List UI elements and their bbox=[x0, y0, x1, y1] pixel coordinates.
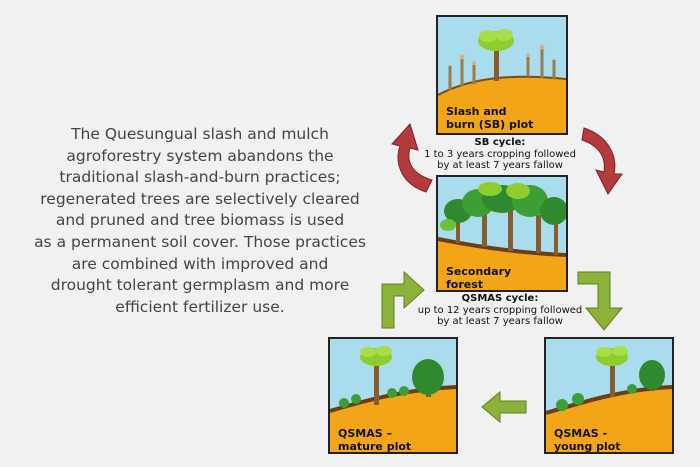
sb-cycle-title: SB cycle: bbox=[474, 137, 526, 148]
qsmas-cycle-title: QSMAS cycle: bbox=[461, 293, 539, 304]
mature-plot-label: mature plot bbox=[338, 440, 412, 453]
mature-plot-illustration bbox=[330, 346, 456, 452]
green-arrow-down-icon bbox=[577, 271, 624, 331]
description-text: The Quesungual slash and mulch agrofores… bbox=[20, 124, 380, 318]
sb-plot-label: Slash and bbox=[446, 105, 507, 118]
description-line: agroforestry system abandons the bbox=[66, 146, 334, 165]
sb-cycle-line: by at least 7 years fallow bbox=[437, 160, 563, 171]
description-line: drought tolerant germplasm and more bbox=[50, 276, 350, 295]
green-arrow-left-icon bbox=[481, 390, 527, 424]
secondary-forest-illustration bbox=[438, 182, 566, 290]
young-plot-illustration bbox=[546, 346, 672, 452]
green-arrow-up-icon bbox=[381, 270, 425, 329]
red-arrow-right-icon bbox=[581, 127, 623, 195]
sb-plot-panel: Slash and burn (SB) plot bbox=[436, 15, 568, 135]
young-plot-label: young plot bbox=[554, 440, 621, 453]
secondary-forest-label: forest bbox=[446, 278, 484, 291]
secondary-forest-label: Secondary bbox=[446, 265, 512, 278]
sb-plot-label: burn (SB) plot bbox=[446, 118, 534, 131]
description-line: regenerated trees are selectively cleare… bbox=[40, 189, 360, 208]
sb-cycle-text: SB cycle: 1 to 3 years cropping followed… bbox=[400, 137, 600, 172]
mature-plot-panel: QSMAS – mature plot bbox=[328, 337, 458, 454]
secondary-forest-panel: Secondary forest bbox=[436, 175, 568, 292]
sb-plot-illustration bbox=[438, 29, 566, 133]
qsmas-cycle-line: by at least 7 years fallow bbox=[437, 316, 563, 327]
description-line: traditional slash-and-burn practices; bbox=[59, 168, 341, 187]
sb-cycle-line: 1 to 3 years cropping followed bbox=[424, 148, 576, 160]
young-plot-panel: QSMAS - young plot bbox=[544, 337, 674, 454]
young-plot-label: QSMAS - bbox=[554, 427, 608, 440]
description-line: and pruned and tree biomass is used bbox=[55, 211, 345, 230]
description-line: are combined with improved and bbox=[71, 254, 329, 273]
qsmas-cycle-line: up to 12 years cropping followed bbox=[417, 304, 583, 316]
qsmas-cycle-text: QSMAS cycle: up to 12 years cropping fol… bbox=[400, 293, 600, 328]
description-line: as a permanent soil cover. Those practic… bbox=[34, 232, 366, 251]
red-arrow-left-icon bbox=[391, 123, 433, 193]
description-line: The Quesungual slash and mulch bbox=[71, 125, 329, 143]
description-line: efficient fertilizer use. bbox=[115, 297, 285, 316]
mature-plot-label: QSMAS – bbox=[338, 427, 392, 440]
